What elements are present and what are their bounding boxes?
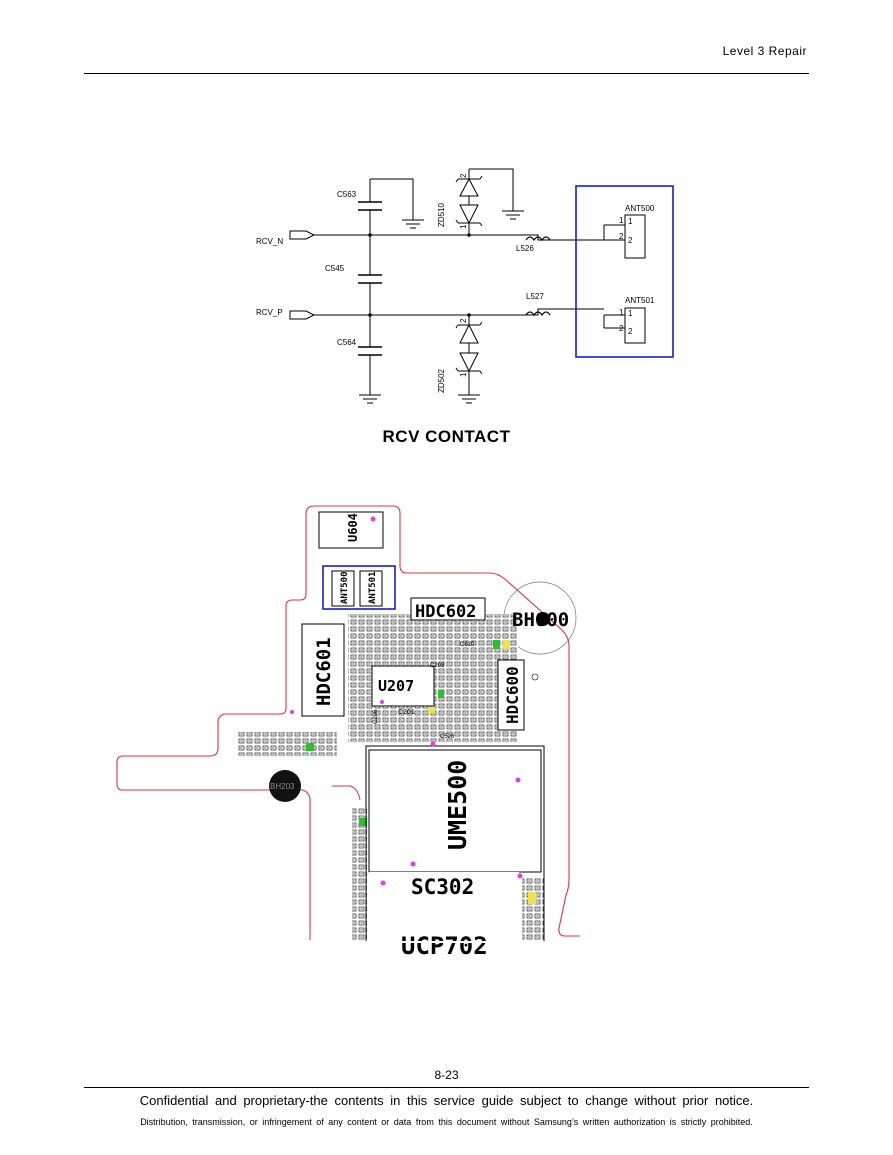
cap-label-c563: C563 [337,190,357,199]
ant500-pin1-outer: 1 [619,216,624,225]
pin-label-zd502-1: 1 [459,372,468,377]
diode-label-zd502: ZD502 [437,368,446,393]
header-rule [84,73,809,74]
net-label-rcv-p: RCV_P [256,308,283,317]
pin-label-zd502-2: 2 [459,318,468,323]
ant501-pin1-inner: 1 [628,309,633,318]
pcb-label-c610: C610 [460,642,475,648]
cap-label-c564: C564 [337,338,357,347]
pcb-label-hdc600: HDC600 [503,666,522,724]
pcb-layout: U604 ANT500 ANT501 HDC602 BH600 HDC601 U… [110,505,580,960]
ant-label-ant500: ANT500 [625,204,655,213]
page-header: Level 3 Repair [722,44,807,58]
pcb-label-c206: C206 [373,709,379,724]
pcb-label-ant500: ANT500 [340,571,350,604]
ant501-pin2-inner: 2 [628,327,633,336]
footer-confidential: Confidential and proprietary-the content… [139,1093,754,1108]
ant501-pin1-outer: 1 [619,308,624,317]
page-number: 8-23 [434,1068,459,1082]
pcb-label-hdc601: HDC601 [313,637,335,706]
ant501-pin2-outer: 2 [619,324,624,333]
ant-label-ant501: ANT501 [625,296,655,305]
inductor-label-l527: L527 [526,292,544,301]
pcb-label-ume500: UME500 [443,760,472,850]
pin-label-zd510-2: 2 [459,173,468,178]
ant500-pin2-outer: 2 [619,232,624,241]
pcb-label-hdc602: HDC602 [415,602,476,622]
pcb-label-bh203: BH203 [270,782,295,791]
pcb-label-partial-bottom: UCP702 [401,932,488,960]
ant500-pin1-inner: 1 [628,217,633,226]
footer-rule [84,1087,809,1088]
pcb-label-c526: C526 [440,734,455,740]
pcb-label-u207: U207 [378,677,414,695]
pcb-label-u604: U604 [346,513,360,542]
inductor-label-l526: L526 [516,244,534,253]
footer-distribution: Distribution, transmission, or infringem… [140,1117,753,1127]
diode-label-zd510: ZD510 [437,202,446,227]
pcb-label-sc302: SC302 [411,875,474,899]
cap-label-c545: C545 [325,264,345,273]
pcb-label-c208: C208 [430,663,445,669]
schematic-caption: RCV CONTACT [382,427,511,446]
pcb-label-ant501: ANT501 [368,571,378,604]
pcb-label-c201: C201 [398,709,415,716]
rcv-contact-schematic: RCV_N RCV_P C563 C545 C564 ZD510 ZD502 2… [256,168,674,404]
ant500-pin2-inner: 2 [628,236,633,245]
pin-label-zd510-1: 1 [459,224,468,229]
net-label-rcv-n: RCV_N [256,237,283,246]
